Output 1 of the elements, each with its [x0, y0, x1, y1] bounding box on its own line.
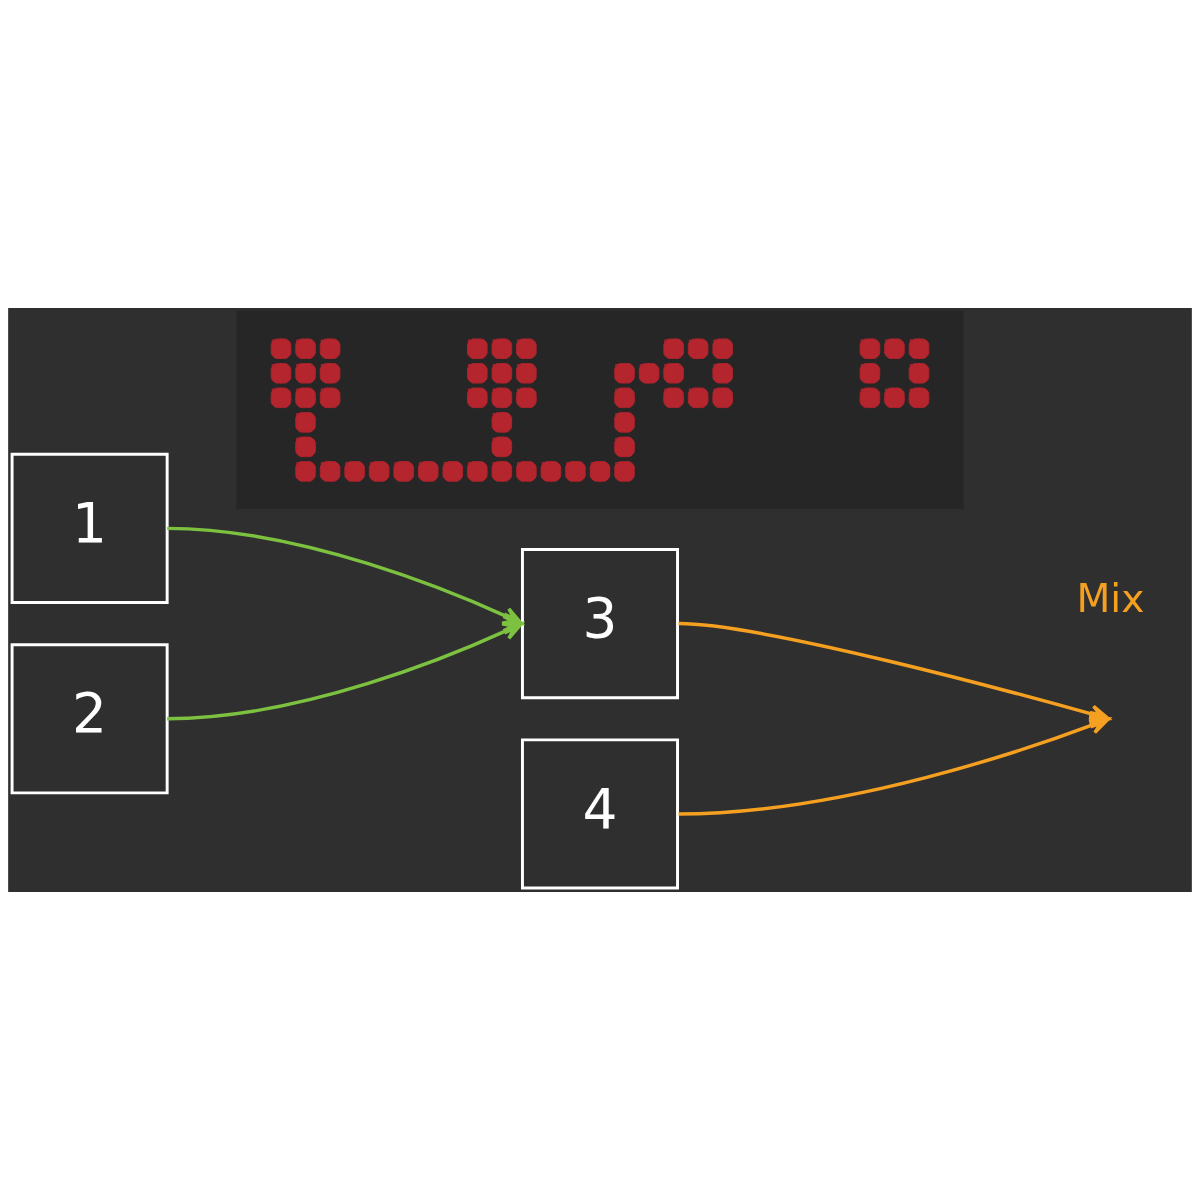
label: Mix: [1076, 575, 1145, 621]
